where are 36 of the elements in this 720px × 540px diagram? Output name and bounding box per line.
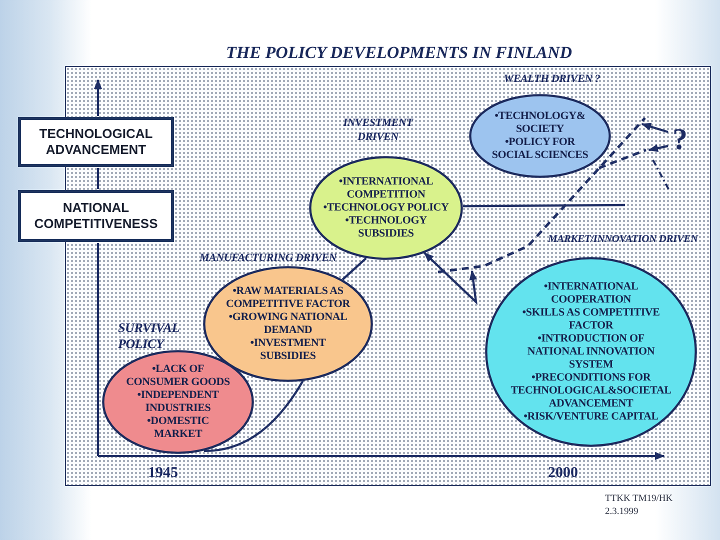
bullet-item: •PRECONDITIONS FOR TECHNOLOGICAL&SOCIETAL ADVANCEMENT [510, 372, 672, 410]
bullet-item: •INTERNATIONAL COOPERATION [542, 280, 640, 306]
bullet-item: •INDEPENDENT INDUSTRIES [136, 389, 220, 415]
bullet-item: •GROWING NATIONAL DEMAND [228, 311, 348, 337]
axis-label: NATIONAL COMPETITIVENESS [33, 200, 159, 232]
arrow [648, 144, 668, 152]
stage-heading: WEALTH DRIVEN ? [504, 72, 600, 86]
bullet-item: •RISK/VENTURE CAPITAL [524, 410, 658, 424]
axis-label-box [18, 190, 174, 242]
bullet-item: •INTERNATIONAL COMPETITION [338, 176, 434, 202]
axis-tick-label: 2000 [548, 464, 578, 482]
bullet-item: •LACK OF CONSUMER GOODS [125, 363, 231, 389]
bullet-item: •DOMESTIC MARKET [146, 415, 210, 441]
axis-label: TECHNOLOGICAL ADVANCEMENT [38, 126, 154, 158]
axis-label-box [18, 117, 174, 167]
arrow [641, 122, 668, 134]
connector-line [463, 204, 625, 208]
bullet-item: •RAW MATERIALS AS COMPETITIVE FACTOR [224, 285, 352, 311]
axis-tick-label: 1945 [148, 464, 178, 482]
bullet-item: •INTRODUCTION OF NATIONAL INNOVATION SYSTEM [526, 332, 656, 372]
stage-heading: MARKET/INNOVATION DRIVEN [548, 233, 698, 246]
bullet-item: •TECHNOLOGY POLICY [323, 202, 449, 214]
footer-note: TTKK TM19/HK [605, 493, 673, 505]
bullet-item: •INVESTMENT SUBSIDIES [249, 337, 327, 363]
double-arrow [424, 252, 478, 305]
stage-heading: SURVIVAL POLICY [118, 320, 180, 352]
bullet-item: •SKILLS AS COMPETITIVE FACTOR [521, 306, 661, 332]
bullet-item: •TECHNOLOGY& SOCIETY [494, 110, 586, 136]
stage-heading: INVESTMENT DRIVEN [342, 116, 414, 144]
question-mark: ? [672, 122, 688, 158]
footer-note: 2.3.1999 [605, 506, 638, 518]
connector-line [204, 380, 304, 452]
bullet-item: •TECHNOLOGY SUBSIDIES [344, 214, 428, 240]
bullet-item: •POLICY FOR SOCIAL SCIENCES [490, 136, 590, 162]
title: THE POLICY DEVELOPMENTS IN FINLAND [226, 43, 572, 63]
stage-heading: MANUFACTURING DRIVEN [199, 251, 337, 265]
